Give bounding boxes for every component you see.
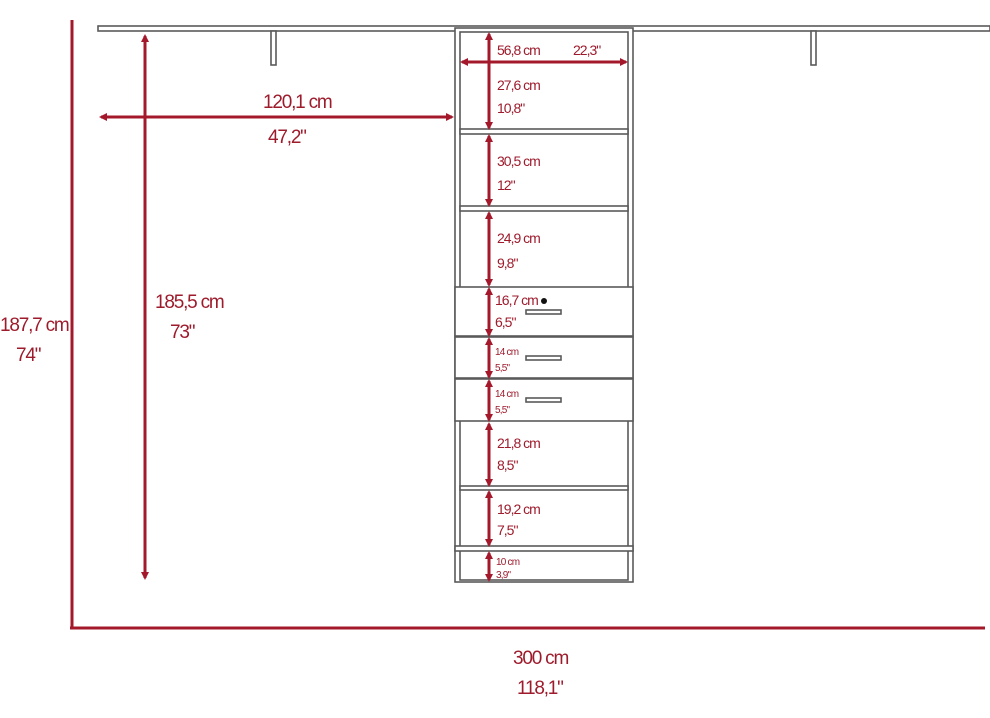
overall-height-in: 74": [16, 345, 41, 366]
compartment-2-cm: 30,5 cm: [497, 153, 540, 169]
compartment-7-in: 8,5": [497, 457, 518, 473]
compartment-4-in: 6,5": [495, 314, 516, 330]
compartment-9-in: 3,9": [496, 570, 512, 581]
compartment-3-cm: 24,9 cm: [497, 230, 540, 246]
compartment-2-in: 12": [497, 177, 516, 193]
overall-height-dimension: 187,7 cm 74": [0, 20, 74, 629]
overall-width-dimension: 300 cm 118,1": [70, 626, 985, 699]
shelf: [454, 545, 634, 552]
shelf-bracket-left: [270, 30, 277, 66]
compartment-6-in: 5,5": [495, 405, 511, 416]
closet-tower: [454, 27, 634, 583]
compartment-8-in: 7,5": [497, 522, 518, 538]
overall-height-cm: 187,7 cm: [0, 315, 69, 336]
tower-width-in: 22,3": [573, 42, 601, 58]
compartment-8-cm: 19,2 cm: [497, 501, 540, 517]
compartment-5-in: 5,5": [495, 363, 511, 374]
drawer-handle: [525, 397, 562, 403]
drawer-handle: [525, 309, 562, 315]
compartment-9-cm: 10 cm: [496, 557, 520, 568]
drawer-handle: [525, 355, 562, 361]
compartment-7-cm: 21,8 cm: [497, 435, 540, 451]
side-width-cm: 120,1 cm: [263, 92, 332, 113]
shelf: [459, 205, 629, 212]
shelf-bracket-right: [810, 30, 817, 66]
lock-icon: [541, 298, 547, 304]
compartment-6-cm: 14 cm: [495, 389, 519, 400]
compartment-5-cm: 14 cm: [495, 347, 519, 358]
compartment-dimensions: 27,6 cm 10,8" 30,5 cm 12" 24,9 cm 9,8" 1…: [485, 32, 541, 582]
rod-height-dimension: 185,5 cm 73": [141, 34, 225, 580]
tower-width-cm: 56,8 cm: [497, 42, 540, 58]
side-width-in: 47,2": [268, 127, 306, 148]
compartment-4-cm: 16,7 cm: [495, 292, 538, 308]
overall-width-in: 118,1": [517, 678, 563, 699]
side-width-dimension: 120,1 cm 47,2": [99, 92, 454, 148]
shelf: [459, 485, 629, 491]
overall-width-cm: 300 cm: [513, 648, 568, 669]
compartment-3-in: 9,8": [497, 255, 518, 271]
rod-height-in: 73": [170, 322, 195, 343]
compartment-1-in: 10,8": [497, 100, 525, 116]
rod-height-cm: 185,5 cm: [155, 292, 224, 313]
shelf: [459, 128, 629, 135]
compartment-1-cm: 27,6 cm: [497, 77, 540, 93]
